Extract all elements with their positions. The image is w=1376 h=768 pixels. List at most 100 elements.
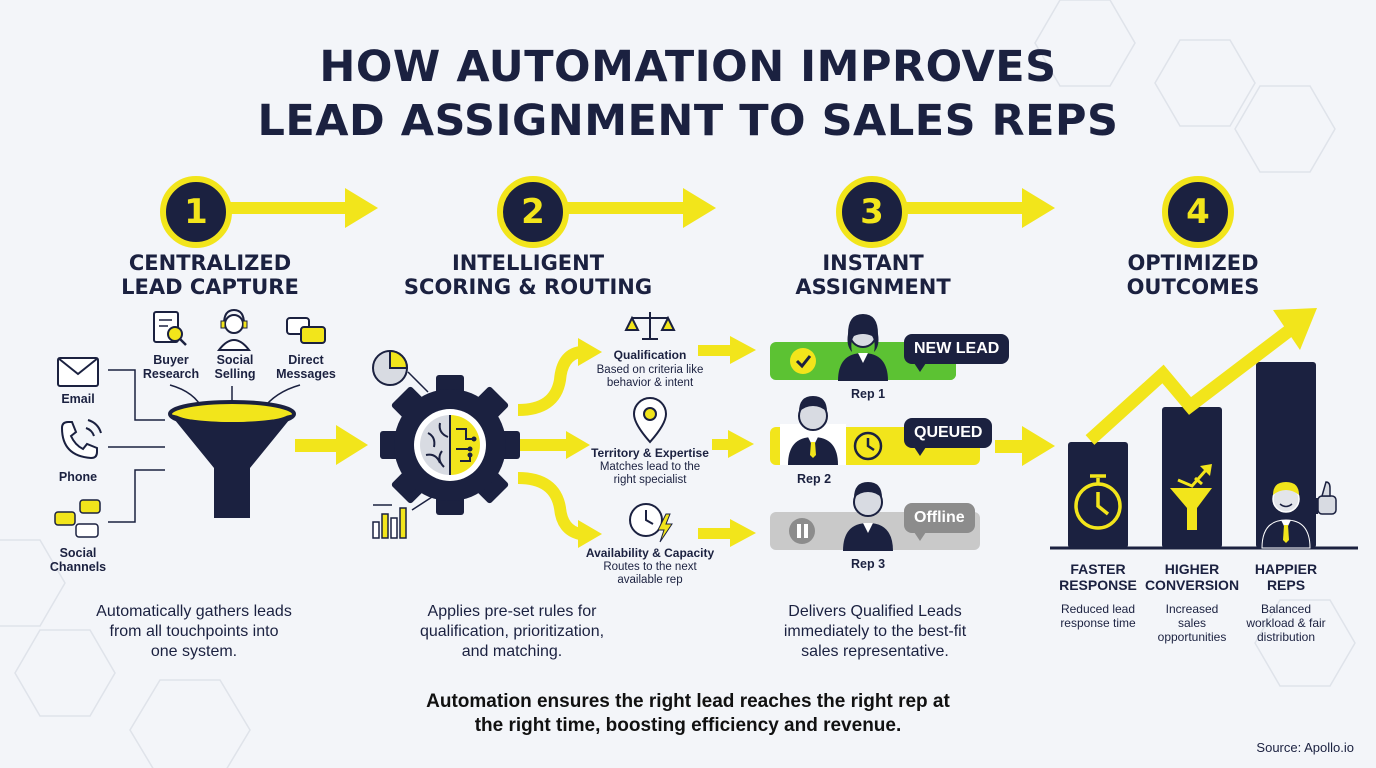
outcome-3-desc-2: workload & fair bbox=[1246, 616, 1326, 630]
outcome-bar-3 bbox=[1256, 362, 1316, 548]
step-3-description-line-2: immediately to the best-fit bbox=[783, 623, 967, 640]
source-social-selling-line-2: Selling bbox=[214, 367, 256, 381]
criteria-availability-desc-2: available rep bbox=[617, 574, 683, 586]
outcome-2-title-line-2: CONVERSION bbox=[1144, 577, 1240, 593]
step-1-title-line-1: CENTRALIZED bbox=[128, 251, 292, 275]
outcome-3-title-line-2: REPS bbox=[1266, 577, 1306, 593]
rep-1-name: Rep 1 bbox=[851, 387, 886, 401]
chat-bubbles-icon bbox=[54, 499, 101, 538]
step-1-title-line-2: LEAD CAPTURE bbox=[121, 275, 299, 299]
source-email-text: Email bbox=[61, 392, 95, 406]
step-2-title-line-2: SCORING & ROUTING bbox=[403, 275, 653, 299]
rep-2-status-badge: QUEUED bbox=[904, 418, 993, 448]
step-4-title: OPTIMIZED OUTCOMES bbox=[1043, 251, 1343, 299]
source-social-channels-line-1: Social bbox=[59, 546, 97, 560]
growth-trend-line bbox=[1085, 324, 1294, 445]
criteria-territory-desc-2: right specialist bbox=[613, 474, 687, 486]
source-buyer-research-line-1: Buyer bbox=[153, 353, 189, 367]
outcome-bar-2 bbox=[1162, 407, 1222, 548]
outcomes-bar-chart bbox=[1050, 308, 1358, 550]
criteria-to-rep-arrows bbox=[698, 336, 756, 547]
outcome-1-desc-1: Reduced lead bbox=[1060, 602, 1136, 616]
conclusion-text: Automation ensures the right lead reache… bbox=[0, 690, 1376, 738]
source-direct-messages-label: Direct Messages bbox=[266, 353, 346, 381]
funnel-arrow-icon bbox=[1170, 464, 1212, 530]
step-2-title-line-1: INTELLIGENT bbox=[451, 251, 605, 275]
source-social-channels-label: Social Channels bbox=[38, 546, 118, 574]
step-2-description-line-1: Applies pre-set rules for bbox=[427, 603, 597, 620]
source-phone-text: Phone bbox=[58, 470, 98, 484]
rep-3-card bbox=[770, 482, 980, 551]
rep-3-status-badge: Offline bbox=[904, 503, 975, 533]
outcome-3-title: HAPPIER REPS bbox=[1236, 561, 1336, 593]
outcome-2-desc-2: sales bbox=[1177, 616, 1206, 630]
criteria-qualification-desc-1: Based on criteria like bbox=[596, 364, 704, 376]
arrow-reps-to-outcomes bbox=[995, 426, 1055, 466]
outcome-2-desc-3: opportunities bbox=[1157, 630, 1227, 644]
outcome-3-desc: Balanced workload & fair distribution bbox=[1231, 602, 1341, 644]
outcome-1-title-line-1: FASTER bbox=[1070, 561, 1126, 577]
outcome-1-desc: Reduced lead response time bbox=[1043, 602, 1153, 630]
source-phone-label: Phone bbox=[38, 470, 118, 484]
page-title: HOW AUTOMATION IMPROVES LEAD ASSIGNMENT … bbox=[0, 40, 1376, 148]
step-1-description-line-3: one system. bbox=[150, 643, 238, 660]
step-1-title: CENTRALIZED LEAD CAPTURE bbox=[60, 251, 360, 299]
clock-lightning-icon bbox=[629, 503, 673, 543]
source-buyer-research-line-2: Research bbox=[142, 367, 200, 381]
source-credit: Source: Apollo.io bbox=[1256, 740, 1354, 755]
step-2-description-line-2: qualification, prioritization, bbox=[419, 623, 605, 640]
outcome-2-desc: Increased sales opportunities bbox=[1137, 602, 1247, 644]
outcome-2-title: HIGHER CONVERSION bbox=[1142, 561, 1242, 593]
document-search-icon bbox=[153, 311, 187, 346]
routing-arrows bbox=[517, 346, 582, 540]
stopwatch-icon bbox=[1074, 474, 1122, 530]
criteria-territory-desc: Matches lead to the right specialist bbox=[570, 461, 730, 487]
scales-icon bbox=[624, 312, 676, 340]
step-4-title-line-2: OUTCOMES bbox=[1126, 275, 1260, 299]
happy-rep-icon bbox=[1261, 481, 1337, 549]
source-email-label: Email bbox=[38, 392, 118, 406]
location-pin-icon bbox=[632, 397, 668, 444]
step-1-description-line-1: Automatically gathers leads bbox=[96, 603, 292, 620]
outcome-1-desc-2: response time bbox=[1060, 616, 1136, 630]
rep-3-name: Rep 3 bbox=[851, 557, 886, 571]
gear-brain-icon bbox=[380, 375, 520, 515]
step-3-title: INSTANT ASSIGNMENT bbox=[723, 251, 1023, 299]
outcome-3-title-line-1: HAPPIER bbox=[1254, 561, 1318, 577]
criteria-territory-title: Territory & Expertise bbox=[591, 446, 709, 460]
source-buyer-research-label: Buyer Research bbox=[131, 353, 211, 381]
title-line-1: HOW AUTOMATION IMPROVES bbox=[319, 42, 1057, 92]
source-social-selling-line-1: Social bbox=[216, 353, 254, 367]
outcome-2-title-line-1: HIGHER bbox=[1164, 561, 1220, 577]
step-4-badge: 4 bbox=[1162, 176, 1234, 248]
rep-3-avatar bbox=[843, 482, 893, 551]
source-social-selling-label: Social Selling bbox=[195, 353, 275, 381]
step-3-description: Delivers Qualified Leads immediately to … bbox=[725, 602, 1025, 662]
outcome-1-title-line-2: RESPONSE bbox=[1059, 577, 1137, 593]
source-direct-messages-line-2: Messages bbox=[276, 367, 336, 381]
rep-2-avatar bbox=[780, 396, 846, 465]
rep-1-avatar bbox=[838, 314, 888, 381]
step-2-description: Applies pre-set rules for qualification,… bbox=[362, 602, 662, 662]
step-2-badge: 2 bbox=[497, 176, 569, 248]
step-4-title-line-1: OPTIMIZED bbox=[1127, 251, 1259, 275]
step-3-description-line-3: sales representative. bbox=[801, 643, 949, 660]
outcome-1-title: FASTER RESPONSE bbox=[1048, 561, 1148, 593]
source-social-channels-line-2: Channels bbox=[49, 560, 107, 574]
criteria-qualification-desc: Based on criteria like behavior & intent bbox=[570, 364, 730, 390]
thumbs-up-icon bbox=[1312, 481, 1337, 515]
bar-chart-icon bbox=[372, 496, 433, 539]
step-3-badge: 3 bbox=[836, 176, 908, 248]
pie-chart-icon bbox=[372, 349, 429, 393]
criteria-qualification-desc-2: behavior & intent bbox=[606, 377, 694, 389]
email-icon bbox=[57, 357, 99, 387]
routing-arrowheads bbox=[566, 338, 602, 548]
step-3-title-line-1: INSTANT bbox=[822, 251, 924, 275]
criteria-qualification-title: Qualification bbox=[613, 348, 687, 362]
step-1-description: Automatically gathers leads from all tou… bbox=[44, 602, 344, 662]
criteria-availability-title: Availability & Capacity bbox=[585, 546, 715, 560]
outcome-3-desc-3: distribution bbox=[1256, 630, 1316, 644]
headset-user-icon bbox=[216, 308, 252, 351]
criteria-territory-desc-1: Matches lead to the bbox=[599, 461, 701, 473]
